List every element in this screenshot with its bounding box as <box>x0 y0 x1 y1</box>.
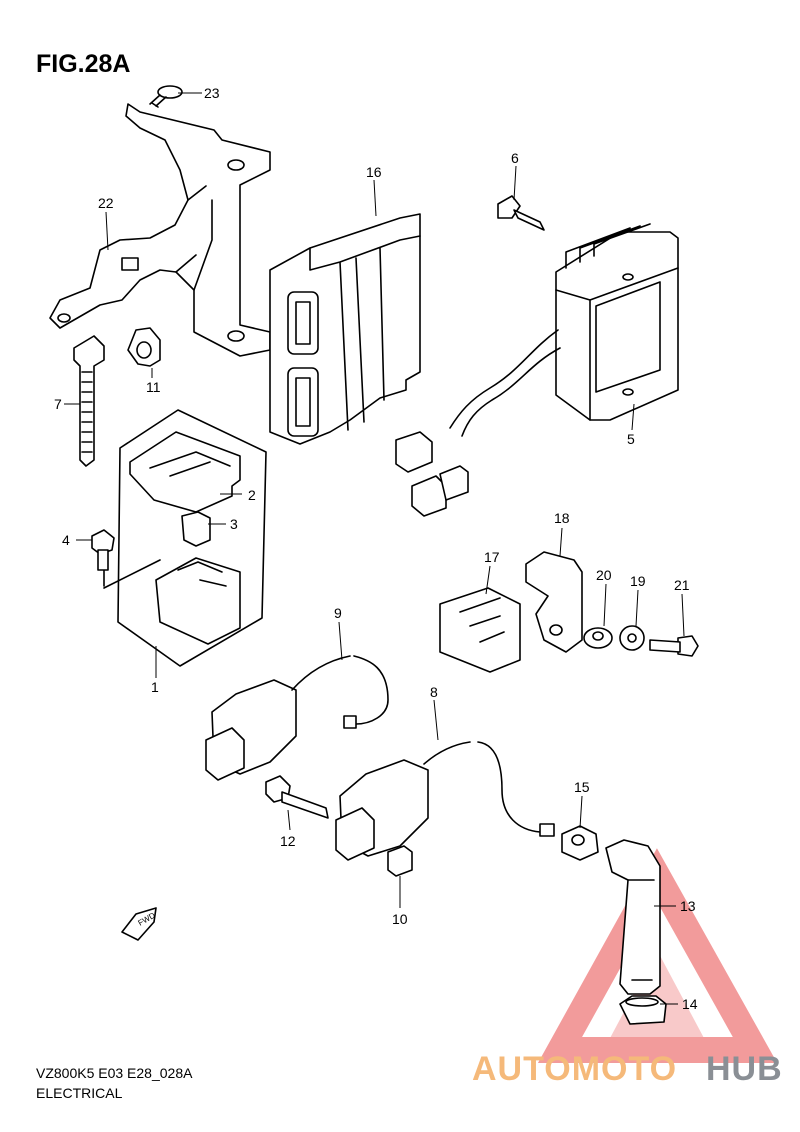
callout-14: 14 <box>682 996 698 1012</box>
callout-1: 1 <box>151 679 159 695</box>
bolt-12 <box>265 775 329 819</box>
callout-9: 9 <box>334 605 342 621</box>
washer-19 <box>619 625 645 651</box>
callout-4: 4 <box>62 532 70 548</box>
callout-6: 6 <box>511 150 519 166</box>
ignition-coil-8 <box>335 741 555 861</box>
callout-3: 3 <box>230 516 238 532</box>
callout-10: 10 <box>392 911 408 927</box>
callout-8: 8 <box>430 684 438 700</box>
callout-labels: 23 22 16 6 5 7 11 2 3 4 1 9 8 12 10 15 1… <box>54 85 698 1012</box>
plug-cap-13 <box>605 839 661 995</box>
relay-assembly-1 <box>103 409 267 667</box>
callout-23: 23 <box>204 85 220 101</box>
callout-22: 22 <box>98 195 114 211</box>
regulator-5 <box>395 223 679 517</box>
callout-17: 17 <box>484 549 500 565</box>
bolt-21 <box>649 635 699 657</box>
watermark-part1: AUTOMOTO <box>472 1050 677 1088</box>
screw-23 <box>149 85 183 108</box>
callout-18: 18 <box>554 510 570 526</box>
clamp-11 <box>127 327 161 367</box>
bracket-22 <box>49 103 271 357</box>
callout-19: 19 <box>630 573 646 589</box>
leader-lines <box>64 92 685 1005</box>
footer-section-name: ELECTRICAL <box>36 1085 123 1101</box>
bracket-18 <box>525 551 583 653</box>
spacer-20 <box>583 627 613 649</box>
ecm-16 <box>269 213 421 445</box>
callout-2: 2 <box>248 487 256 503</box>
footer-model-code: VZ800K5 E03 E28_028A <box>36 1065 193 1081</box>
callout-15: 15 <box>574 779 590 795</box>
callout-20: 20 <box>596 567 612 583</box>
fwd-arrow: FWD <box>121 907 157 941</box>
callout-7: 7 <box>54 396 62 412</box>
ignition-coil-9 <box>205 655 389 781</box>
bolt-4 <box>91 529 115 571</box>
bolt-6 <box>497 195 545 231</box>
figure-title: FIG.28A <box>36 50 131 78</box>
cap-10 <box>387 845 413 877</box>
sensor-17 <box>439 587 521 673</box>
cable-tie-7 <box>73 335 105 467</box>
callout-13: 13 <box>680 898 696 914</box>
callout-11: 11 <box>146 379 161 395</box>
grommet-15 <box>561 825 599 861</box>
watermark-part2: HUB <box>706 1050 783 1088</box>
callout-5: 5 <box>627 431 635 447</box>
watermark-text: AUTOMOTO HUB <box>472 1050 783 1088</box>
callout-16: 16 <box>366 164 382 180</box>
callout-12: 12 <box>280 833 296 849</box>
callout-21: 21 <box>674 577 690 593</box>
